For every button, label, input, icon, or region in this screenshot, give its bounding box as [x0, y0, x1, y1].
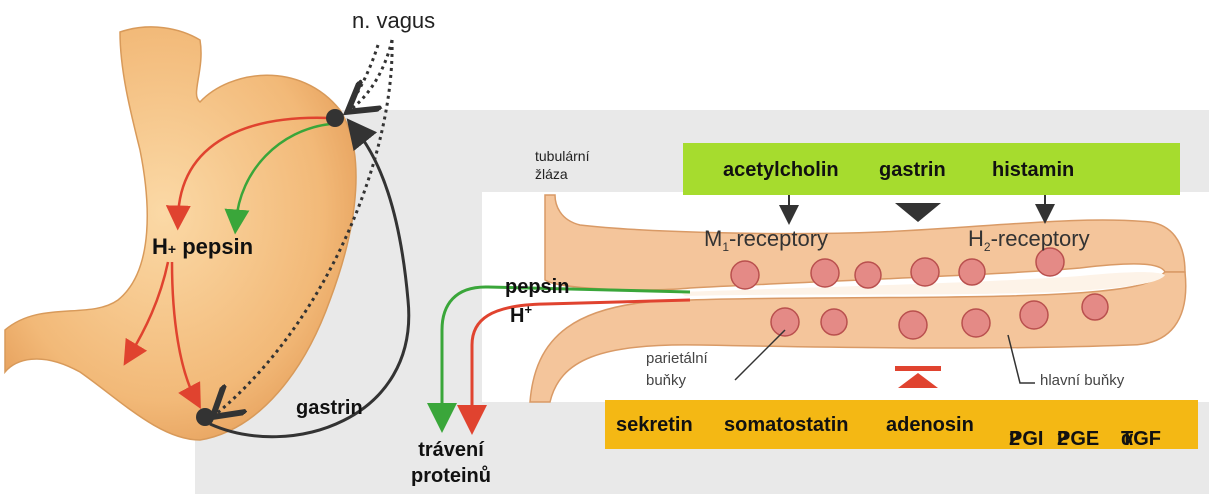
digestion-line2: proteinů: [411, 463, 491, 489]
inhibitor-adenosin: adenosin: [886, 414, 974, 437]
m1-sub: 1: [722, 240, 729, 254]
inhibition-symbol: [895, 366, 941, 388]
gastrin-triangle: [895, 203, 941, 222]
h2-prefix: H: [968, 226, 984, 251]
m1-prefix: M: [704, 226, 722, 251]
vagus-nerve-line-1: [350, 40, 392, 110]
tubular-gland-label-line1: tubulární: [535, 147, 589, 165]
h-plus-label: +: [168, 241, 176, 257]
chief-cells-label: hlavní buňky: [1040, 372, 1124, 389]
antrum-node: [196, 408, 214, 426]
digestion-line1: trávení: [411, 437, 491, 463]
tubular-gland-label-line2: žláza: [535, 165, 589, 183]
pgi-sub: 2: [1009, 428, 1020, 451]
stimulator-acetylcholin: acetylcholin: [723, 159, 839, 182]
stomach-secretions-label: H+ pepsin: [152, 234, 253, 260]
tubular-gland-label: tubulární žláza: [535, 147, 589, 183]
h2-sub: 2: [984, 240, 991, 254]
h2-receptors-label: H2-receptory: [968, 226, 1090, 252]
vagus-nerve-label: n. vagus: [352, 8, 435, 34]
tgf-suffix: α: [1121, 428, 1133, 451]
pepsin-label: pepsin: [182, 234, 253, 259]
parietal-cells-label: parietální buňky: [646, 348, 708, 392]
inhibitor-somatostatin: somatostatin: [724, 414, 848, 437]
parietal-line2: buňky: [646, 370, 708, 392]
stomach-gastrin-label: gastrin: [296, 397, 363, 420]
output-h-plus: +: [524, 302, 532, 317]
h2-suffix: -receptory: [991, 226, 1090, 251]
parietal-line1: parietální: [646, 348, 708, 370]
vagus-node: [326, 109, 344, 127]
stimulator-gastrin: gastrin: [879, 159, 946, 182]
inhibitor-sekretin: sekretin: [616, 414, 693, 437]
stimulators-bar: acetylcholin gastrin histamin: [683, 143, 1180, 195]
output-pepsin-label: pepsin: [505, 276, 569, 299]
m1-receptors-label: M1-receptory: [704, 226, 828, 252]
stimulator-histamin: histamin: [992, 159, 1074, 182]
pge-sub: 2: [1057, 428, 1068, 451]
h-label: H: [152, 234, 168, 259]
m1-suffix: -receptory: [729, 226, 828, 251]
output-h-label: H+: [510, 305, 532, 328]
protein-digestion-label: trávení proteinů: [411, 437, 491, 489]
output-h: H: [510, 305, 524, 327]
